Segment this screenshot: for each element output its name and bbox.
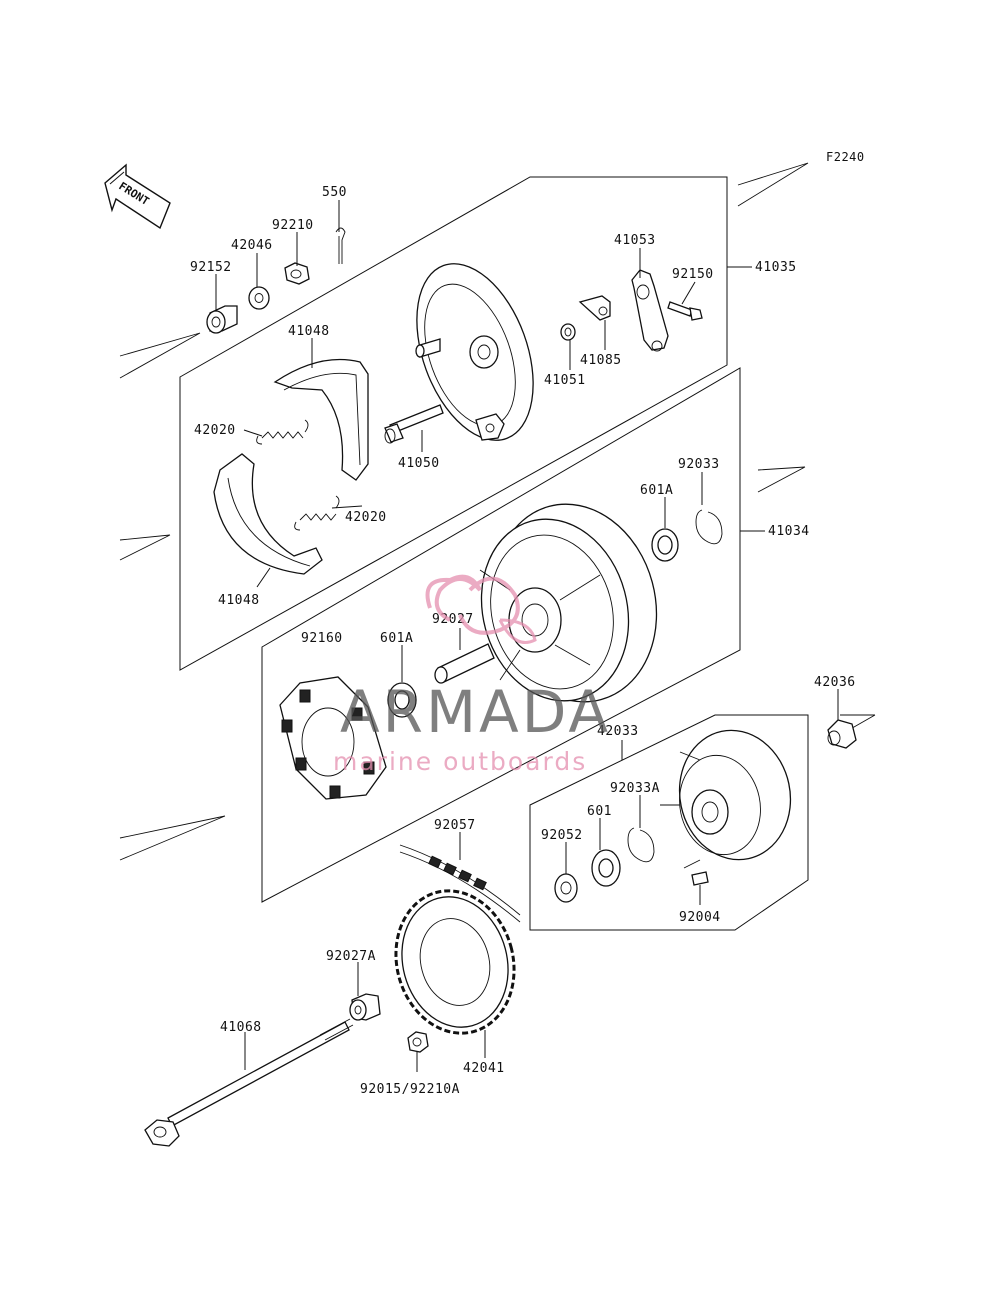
part-spacer-92152 [206,305,238,334]
part-nut-92015 [407,1031,429,1053]
label-92027A: 92027A [326,949,376,964]
label-42041: 42041 [463,1061,505,1076]
part-indicator-41085 [578,295,611,321]
watermark: ARMADA marine outboards [333,574,611,776]
part-brake-panel [415,263,534,441]
part-coupling-42033 [660,729,792,869]
part-cotter-pin-550 [335,227,346,264]
label-92152: 92152 [190,260,232,275]
label-92015-92210A: 92015/92210A [360,1082,460,1097]
figure-code: F2240 [826,150,865,164]
part-spring-42020-left [256,419,309,445]
label-92052: 92052 [541,828,583,843]
watermark-tagline: marine outboards [333,747,587,776]
part-cam-lever-41053 [631,269,669,352]
label-41050: 41050 [398,456,440,471]
label-41053: 41053 [614,233,656,248]
label-42033: 42033 [597,724,639,739]
part-bearing-601A-mid [387,682,417,718]
label-92033A: 92033A [610,781,660,796]
part-collar-92027A [349,993,381,1021]
watermark-brand: ARMADA [340,678,611,746]
label-92033: 92033 [678,457,720,472]
label-601A-mid: 601A [380,631,413,646]
direction-markers [119,162,876,861]
part-chain-92057 [399,844,521,923]
part-labels: 550 92210 42046 92152 41053 92150 41035 … [190,185,856,1097]
label-42020-left: 42020 [194,423,236,438]
label-92160: 92160 [301,631,343,646]
label-41034: 41034 [768,524,810,539]
label-41068: 41068 [220,1020,262,1035]
part-seal-41051 [560,323,576,341]
part-bearing-601 [591,849,621,887]
label-41048-top: 41048 [288,324,330,339]
part-axle-41068 [144,1018,354,1147]
part-circlip-92033 [695,509,723,545]
label-41085: 41085 [580,353,622,368]
part-spacer-92052 [554,873,578,903]
label-92057: 92057 [434,818,476,833]
part-wheel-hub-41034 [479,503,658,703]
label-41051: 41051 [544,373,586,388]
part-brake-shoe-41048-bottom [213,453,323,575]
group-boxes [179,176,809,931]
part-nut-92210 [284,262,310,285]
leader-lines [215,200,839,1072]
part-brake-shoe-41048-top [273,358,369,481]
label-92150: 92150 [672,267,714,282]
label-601: 601 [587,804,612,819]
part-washer-42046 [248,286,270,310]
watermark-logo-icon [425,574,537,644]
part-collar-92027 [434,643,495,684]
label-41048-bottom: 41048 [218,593,260,608]
part-circlip-92033A [627,827,655,863]
label-601A-top: 601A [640,483,673,498]
part-sprocket-42041 [394,889,516,1035]
label-550: 550 [322,185,347,200]
part-cam-41050 [384,404,444,444]
part-damper-92160 [279,676,387,800]
part-bearing-601A-top [651,528,679,562]
part-bolt-92150 [667,301,703,321]
label-42020-right: 42020 [345,510,387,525]
part-stud-92004 [691,871,709,886]
front-arrow-icon: FRONT [104,163,171,230]
part-spring-42020-right [294,495,340,531]
label-92210: 92210 [272,218,314,233]
label-42046: 42046 [231,238,273,253]
label-41035: 41035 [755,260,797,275]
part-spacer-42036 [827,719,857,749]
label-92004: 92004 [679,910,721,925]
label-42036: 42036 [814,675,856,690]
